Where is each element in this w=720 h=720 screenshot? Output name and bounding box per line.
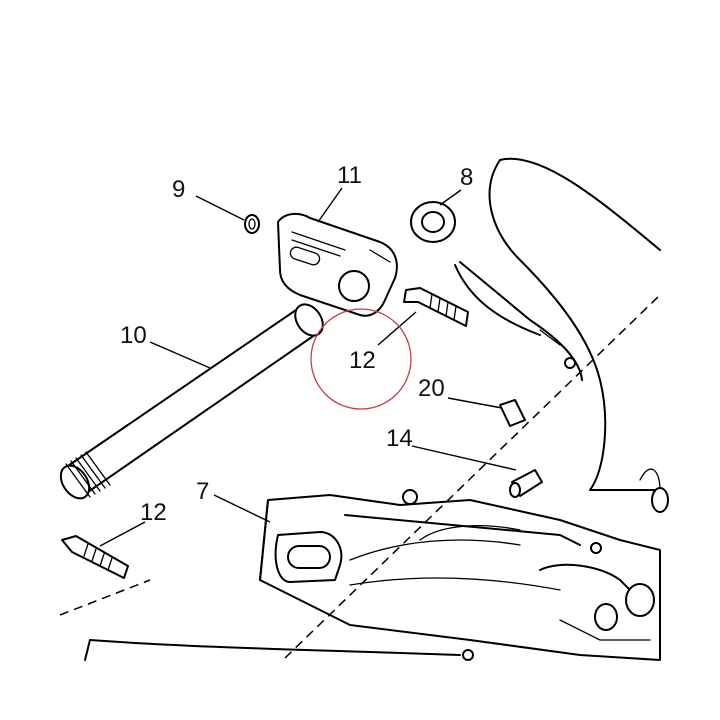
callout-12-lower: 12 [140,499,167,526]
adjuster-bolt-upper [403,287,469,327]
callout-20: 20 [418,375,445,402]
callout-9: 9 [172,176,185,203]
callout-12-upper: 12 [349,347,376,374]
leader-lines [99,187,517,547]
frame-body [84,157,669,661]
callout-8: 8 [460,164,473,191]
callout-14: 14 [386,425,413,452]
adjuster-bolt-lower [61,535,129,579]
callout-11: 11 [337,162,362,189]
adjuster-plate [277,212,398,317]
axle-spindle [59,303,324,500]
circlip [244,214,260,234]
callout-7: 7 [196,478,209,505]
callout-labels: 9 11 8 10 12 20 14 7 12 [120,162,473,526]
highlight-circle [310,308,412,410]
callout-10: 10 [120,322,147,349]
flange-nut [410,201,456,243]
pivot-pin [509,469,543,498]
retaining-clip [499,399,526,427]
